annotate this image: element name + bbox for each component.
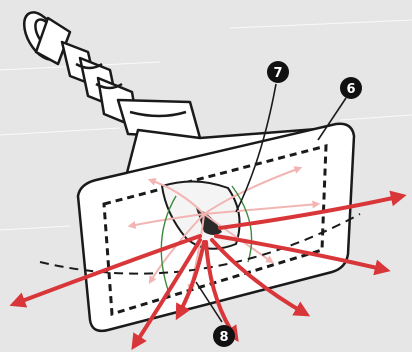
callout-6: 6 — [340, 77, 362, 99]
callout-label-8: 8 — [219, 330, 228, 345]
callout-label-6: 6 — [346, 82, 355, 97]
callout-7: 7 — [267, 61, 289, 83]
callout-label-7: 7 — [273, 66, 282, 81]
throat-segments — [62, 42, 200, 138]
callout-8: 8 — [213, 325, 235, 347]
